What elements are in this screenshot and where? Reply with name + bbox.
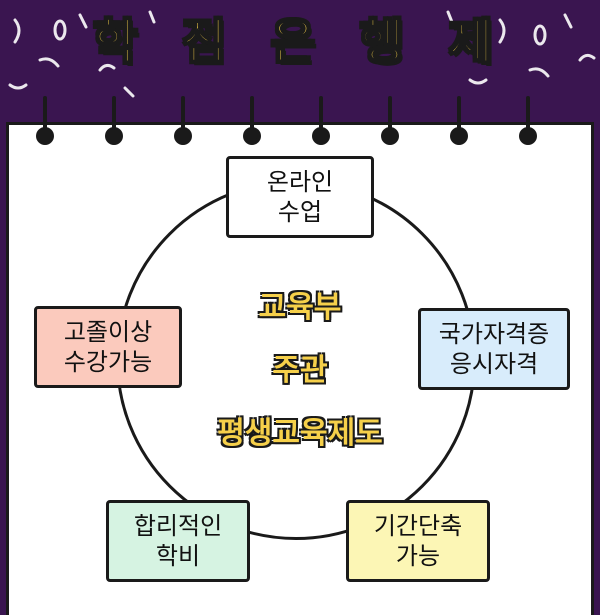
node-label: 학비 <box>155 542 201 570</box>
notepad-rings <box>36 96 537 145</box>
center-line-1: 교육부 <box>258 290 342 325</box>
node-label: 수업 <box>277 198 323 226</box>
node-high-school-graduates: 고졸이상 수강가능 <box>34 306 182 388</box>
node-label: 국가자격증 <box>438 320 550 348</box>
node-label: 고졸이상 <box>63 318 153 346</box>
node-label: 수강가능 <box>63 348 153 376</box>
node-label: 응시자격 <box>449 350 539 378</box>
node-shorter-period: 기간단축 가능 <box>346 500 490 582</box>
node-label: 합리적인 <box>133 512 223 540</box>
node-label: 가능 <box>395 542 441 570</box>
node-national-certificate: 국가자격증 응시자격 <box>418 308 570 390</box>
node-label: 온라인 <box>266 168 334 196</box>
center-line-2: 주관 <box>272 353 328 388</box>
node-online-class: 온라인 수업 <box>226 156 374 238</box>
node-label: 기간단축 <box>373 512 463 540</box>
center-line-3: 평생교육제도 <box>217 416 383 451</box>
node-reasonable-tuition: 합리적인 학비 <box>106 500 250 582</box>
center-label: 교육부 주관 평생교육제도 <box>150 282 450 452</box>
page-title: 학 점 은 행 제 <box>92 13 507 71</box>
